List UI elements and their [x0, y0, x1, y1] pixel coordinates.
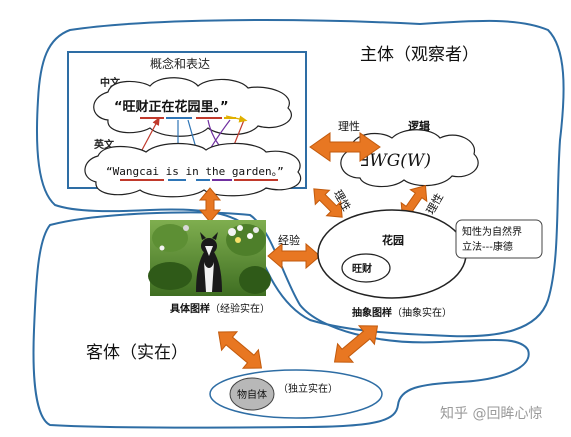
arrow-concept-logic: [309, 132, 381, 162]
thing-in-itself-core: [229, 377, 275, 411]
link-arrow-1: [141, 116, 160, 151]
subject-region: [36, 19, 565, 338]
abstract-schema-label: 抽象图样: [352, 306, 392, 319]
kant-note-line2: 立法---康德: [462, 240, 513, 253]
wangcai-ellipse: [341, 253, 391, 283]
arrow-photo-garden: [267, 242, 321, 270]
object-region: [32, 211, 530, 429]
concrete-schema-label: 具体图样: [169, 302, 210, 315]
svg-text:抽象图样（抽象实在）: 抽象图样（抽象实在）: [352, 306, 452, 319]
garden-label: 花园: [382, 233, 404, 247]
wangcai-label: 旺财: [352, 262, 372, 275]
arrow-concrete-thing: [217, 331, 263, 369]
svg-text:具体图样（经验实在）: 具体图样（经验实在）: [169, 302, 270, 315]
chinese-sentence: “旺财正在花园里。”: [114, 99, 229, 115]
thing-in-itself-label: 物自体: [237, 388, 267, 401]
subject-label: 主体（观察者）: [360, 45, 479, 65]
logic-formula: ∃WG(W): [360, 151, 431, 171]
object-label: 客体（实在）: [86, 343, 188, 363]
arrow-concept-garden: [313, 188, 343, 218]
english-cloud: [84, 142, 301, 198]
thing-in-itself-paren: （独立实在）: [278, 382, 338, 395]
kant-note-box: [455, 219, 543, 259]
watermark: 知乎 @回眸心惊: [440, 405, 542, 422]
reason-label-1: 理性: [338, 119, 360, 133]
concrete-schema-paren: （经验实在）: [210, 302, 270, 315]
abstract-schema-paren: （抽象实在）: [392, 306, 452, 319]
dog-garden-photo: [148, 220, 271, 296]
link-arrow-7: [225, 115, 248, 123]
garden-ellipse: [317, 209, 467, 299]
kant-note-line1: 知性为自然界: [462, 225, 522, 238]
concept-box-title: 概念和表达: [150, 56, 210, 71]
experience-label: 经验: [278, 233, 300, 247]
english-sentence: “Wangcai is in the garden。”: [106, 165, 284, 178]
arrow-abstract-thing: [333, 325, 379, 363]
